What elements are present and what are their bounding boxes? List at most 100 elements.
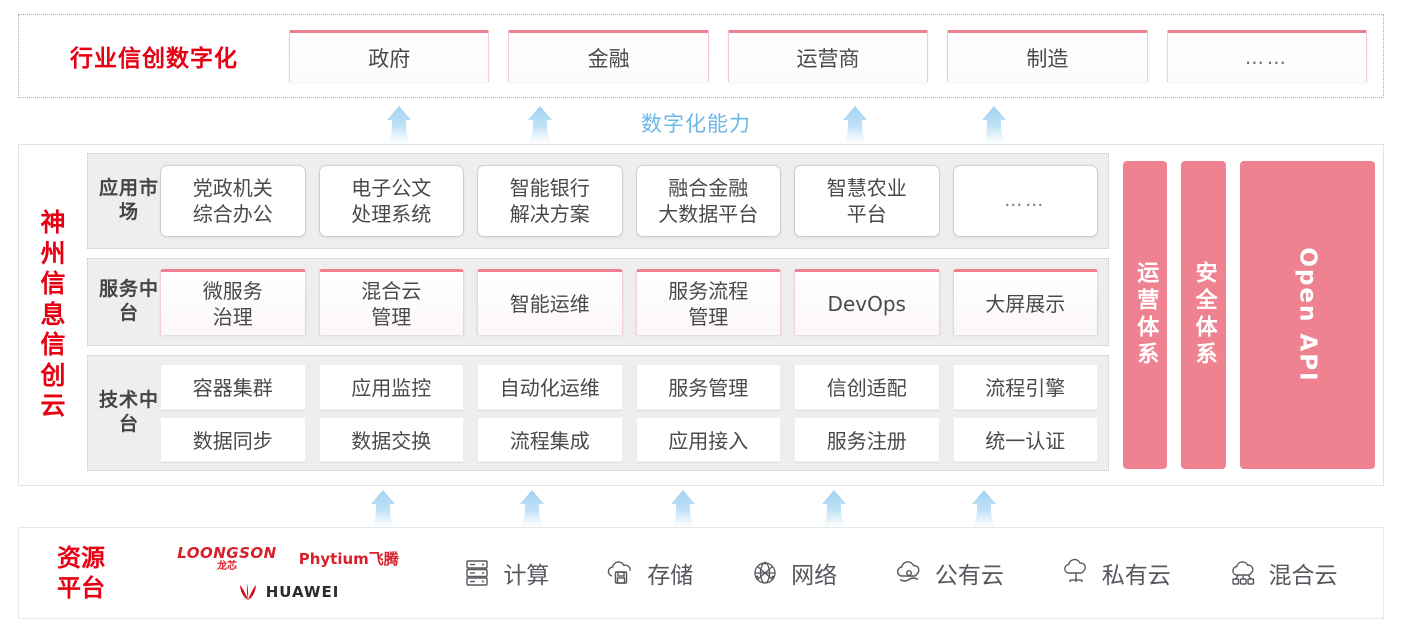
- resource-title-line: 平台: [57, 574, 105, 602]
- tech-box-automated-ops[interactable]: 自动化运维: [477, 364, 623, 410]
- tier-service-platform: 服务中台 微服务 治理 混合云 管理: [87, 258, 1109, 346]
- app-box-smart-bank-solution[interactable]: 智能银行 解决方案: [477, 165, 623, 237]
- tier-items-tech-platform: 容器集群 应用监控 自动化运维 服务管理 信创适配 流程引擎 数据同步 数据交换…: [160, 364, 1098, 462]
- cloud-title-char: 云: [40, 391, 66, 421]
- phytium-logo: Phytium飞腾: [298, 550, 399, 568]
- svc-box-line: 服务流程: [668, 278, 749, 303]
- resource-item-public-cloud[interactable]: 公有云: [892, 556, 1004, 590]
- app-box-party-gov-office[interactable]: 党政机关 综合办公: [160, 165, 306, 237]
- loongson-logo: LOONGSON 龙芯: [177, 543, 277, 572]
- svc-box-intelligent-ops[interactable]: 智能运维: [477, 269, 623, 335]
- tech-row-2: 数据同步 数据交换 流程集成 应用接入 服务注册 统一认证: [160, 416, 1098, 462]
- svc-box-line: 智能运维: [509, 291, 590, 316]
- cloud-panel-body: 应用市场 党政机关 综合办公 电子公文 处理系统: [87, 145, 1383, 485]
- svc-box-line: 混合云: [361, 278, 422, 303]
- cloud-title-char: 创: [40, 360, 66, 390]
- industry-box-manufacturing[interactable]: 制造: [947, 30, 1148, 82]
- resource-item-hybrid-cloud[interactable]: 混合云: [1226, 556, 1338, 590]
- resource-item-label: 存储: [647, 563, 694, 589]
- app-box-line: 综合办公: [192, 202, 273, 226]
- pillar-operations-system[interactable]: 运营体系: [1123, 161, 1168, 469]
- tech-row-1: 容器集群 应用监控 自动化运维 服务管理 信创适配 流程引擎: [160, 364, 1098, 410]
- capability-label: 数字化能力: [641, 112, 751, 136]
- tech-box-unified-auth[interactable]: 统一认证: [952, 416, 1098, 462]
- capability-arrow-band-top: 数字化能力: [0, 102, 1402, 144]
- capability-arrow-band-bottom: [0, 486, 1402, 528]
- tech-box-xinchuang-adaptation[interactable]: 信创适配: [794, 364, 940, 410]
- resource-item-compute[interactable]: 计算: [460, 556, 549, 590]
- tech-box-data-sync[interactable]: 数据同步: [160, 416, 306, 462]
- resource-item-label: 计算: [503, 563, 550, 589]
- tier-label-app-market: 应用市场: [98, 177, 159, 223]
- pillar-label: 安全体系: [1191, 261, 1217, 369]
- tier-label-service-platform: 服务中台: [98, 278, 159, 324]
- resource-platform-panel: 资源 平台 LOONGSON 龙芯 Phytium飞腾: [18, 527, 1384, 619]
- server-rack-icon: [466, 560, 489, 586]
- network-globe-icon: [754, 561, 776, 584]
- svc-box-service-process-management[interactable]: 服务流程 管理: [635, 269, 781, 335]
- svc-box-line: 微服务: [202, 278, 263, 303]
- svc-box-line: DevOps: [827, 291, 906, 316]
- huawei-logo-text: HUAWEI: [265, 582, 340, 601]
- industry-box-more[interactable]: ……: [1166, 30, 1368, 82]
- resource-item-network[interactable]: 网络: [748, 556, 837, 590]
- up-arrow-icon: [671, 490, 695, 528]
- pillar-label: 运营体系: [1133, 261, 1159, 369]
- svc-box-large-screen-display[interactable]: 大屏展示: [952, 269, 1098, 335]
- resource-item-label: 网络: [791, 563, 838, 589]
- industry-box-government[interactable]: 政府: [289, 30, 490, 82]
- app-box-e-document-system[interactable]: 电子公文 处理系统: [318, 165, 464, 237]
- huawei-flower-icon: [239, 583, 256, 600]
- industry-box-list: 政府 金融 运营商 制造 ……: [289, 15, 1383, 97]
- svc-box-hybrid-cloud-management[interactable]: 混合云 管理: [318, 269, 464, 335]
- cloud-storage-icon: [607, 561, 631, 584]
- industry-box-telecom[interactable]: 运营商: [727, 30, 929, 82]
- resource-item-label: 混合云: [1268, 563, 1338, 589]
- up-arrow-icon: [822, 490, 846, 528]
- loongson-logo-en: LOONGSON: [177, 543, 277, 562]
- app-box-line: 党政机关: [192, 176, 273, 200]
- tech-box-app-access[interactable]: 应用接入: [635, 416, 781, 462]
- tech-box-data-exchange[interactable]: 数据交换: [318, 416, 464, 462]
- industry-box-finance[interactable]: 金融: [508, 30, 709, 82]
- resource-title-line: 资源: [57, 544, 105, 572]
- cloud-title-char: 州: [40, 238, 66, 268]
- up-arrow-icon: [843, 106, 867, 144]
- tier-items-service-platform: 微服务 治理 混合云 管理 智能运维: [160, 267, 1098, 337]
- app-box-line: 大数据平台: [658, 202, 759, 226]
- industry-band: 行业信创数字化 政府 金融 运营商 制造 ……: [18, 14, 1384, 98]
- app-box-line: 电子公文: [351, 176, 432, 200]
- app-box-line: 平台: [846, 202, 887, 226]
- app-box-smart-agriculture-platform[interactable]: 智慧农业 平台: [794, 165, 940, 237]
- resource-item-private-cloud[interactable]: 私有云: [1059, 556, 1171, 590]
- tech-box-process-integration[interactable]: 流程集成: [477, 416, 623, 462]
- industry-band-title: 行业信创数字化: [70, 46, 238, 72]
- tech-box-process-engine[interactable]: 流程引擎: [952, 364, 1098, 410]
- resource-item-label: 私有云: [1101, 563, 1171, 589]
- tech-box-container-cluster[interactable]: 容器集群: [160, 364, 306, 410]
- app-box-finance-bigdata-platform[interactable]: 融合金融 大数据平台: [635, 165, 781, 237]
- up-arrow-icon: [520, 490, 544, 528]
- app-box-line: 融合金融: [668, 176, 749, 200]
- cloud-title-char: 神: [40, 208, 66, 238]
- tech-box-service-registry[interactable]: 服务注册: [794, 416, 940, 462]
- tier-app-market: 应用市场 党政机关 综合办公 电子公文 处理系统: [87, 153, 1109, 249]
- svc-box-line: 治理: [212, 304, 253, 329]
- app-box-more[interactable]: ……: [952, 165, 1098, 237]
- tech-box-service-management[interactable]: 服务管理: [635, 364, 781, 410]
- tech-box-app-monitoring[interactable]: 应用监控: [318, 364, 464, 410]
- svc-box-microservice-governance[interactable]: 微服务 治理: [160, 269, 306, 335]
- resource-item-storage[interactable]: 存储: [604, 556, 693, 590]
- cloud-tier-list: 应用市场 党政机关 综合办公 电子公文 处理系统: [87, 153, 1109, 477]
- pillar-open-api[interactable]: Open API: [1239, 161, 1375, 469]
- private-cloud-icon: [1063, 558, 1086, 584]
- cloud-title-char: 信: [40, 330, 66, 360]
- vendor-logo-row-1: LOONGSON 龙芯 Phytium飞腾: [177, 543, 399, 572]
- svc-box-line: 大屏展示: [985, 291, 1066, 316]
- huawei-logo: HUAWEI: [237, 583, 340, 601]
- svc-box-devops[interactable]: DevOps: [794, 269, 940, 335]
- svc-box-line: 管理: [371, 304, 412, 329]
- vendor-logo-list: LOONGSON 龙芯 Phytium飞腾 HUAWEI: [143, 543, 433, 601]
- pillar-security-system[interactable]: 安全体系: [1181, 161, 1226, 469]
